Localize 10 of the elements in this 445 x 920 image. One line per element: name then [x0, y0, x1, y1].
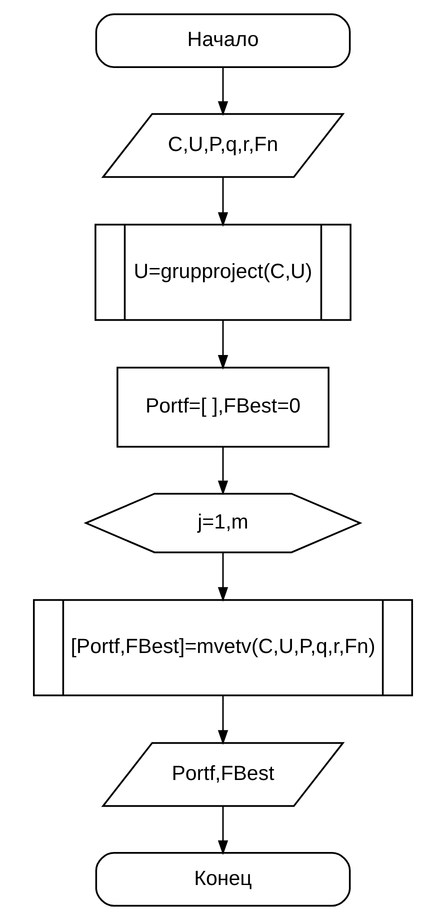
- node-box: Начало: [94, 13, 350, 68]
- arrow: [217, 320, 228, 370]
- arrow: [217, 552, 228, 602]
- arrow: [217, 446, 228, 496]
- arrow: [217, 178, 228, 227]
- node-box: Конец: [94, 852, 350, 907]
- arrow: [217, 67, 228, 116]
- arrow: [217, 806, 228, 855]
- arrow: [217, 696, 228, 745]
- node-box: Portf=[ ],FBest=0: [116, 366, 329, 448]
